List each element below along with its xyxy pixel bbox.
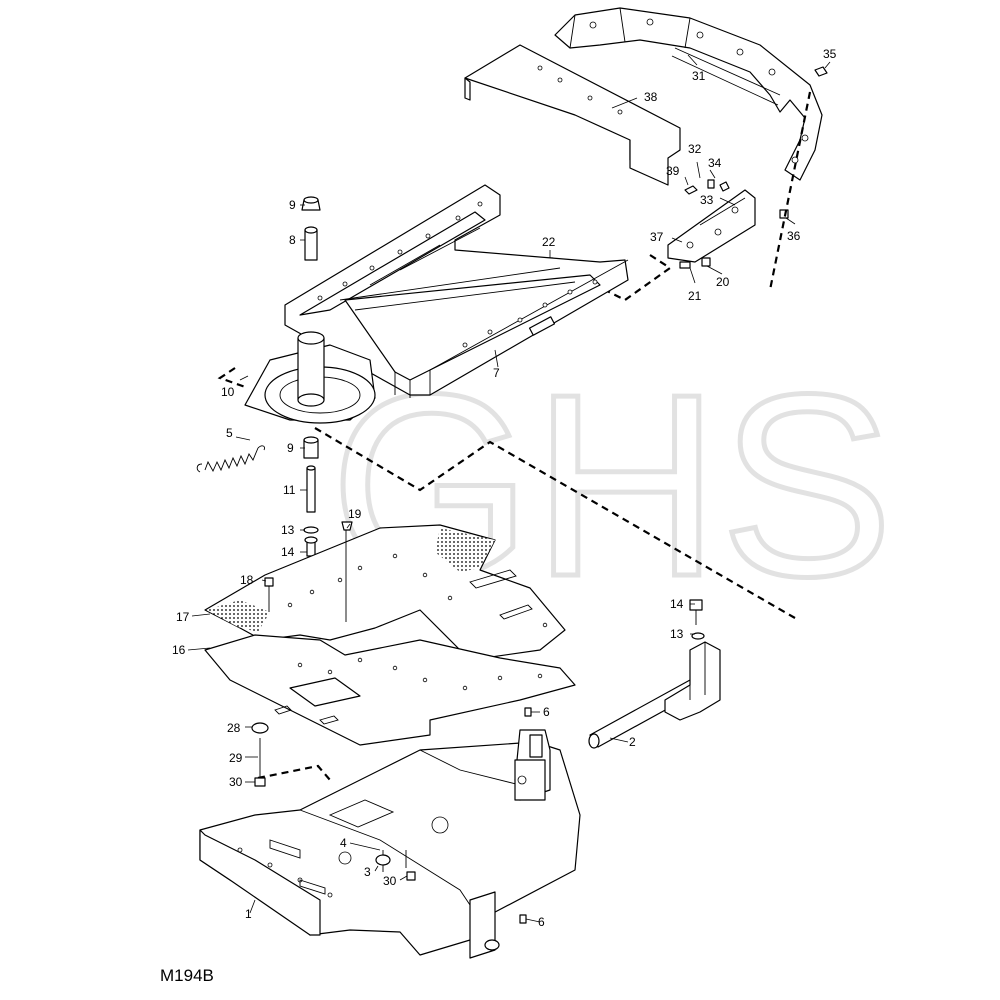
callout-16: 16 xyxy=(172,643,186,657)
pivot-plate-assembly xyxy=(244,196,376,424)
callout-17: 17 xyxy=(176,610,190,624)
callout-39: 39 xyxy=(666,164,680,178)
callout-34: 34 xyxy=(708,156,722,170)
lower-spindle-hardware xyxy=(303,436,319,557)
callout-6-upper: 6 xyxy=(543,705,550,719)
part-38-rear-plate xyxy=(464,44,681,186)
callout-30-lower: 30 xyxy=(383,874,397,888)
callout-9-upper: 9 xyxy=(289,198,296,212)
callout-28: 28 xyxy=(227,721,241,735)
part-5-spring xyxy=(196,445,265,473)
callout-22: 22 xyxy=(542,235,556,249)
part-17-upper-plate xyxy=(204,524,566,661)
callout-14-left: 14 xyxy=(281,545,295,559)
callout-37: 37 xyxy=(650,230,664,244)
callout-36: 36 xyxy=(787,229,801,243)
callout-13-right: 13 xyxy=(670,627,684,641)
floor-fasteners xyxy=(264,521,353,622)
callout-21: 21 xyxy=(688,289,702,303)
part-7-main-frame xyxy=(284,184,629,398)
callout-32: 32 xyxy=(688,142,702,156)
callout-7: 7 xyxy=(493,366,500,380)
callout-14-right: 14 xyxy=(670,597,684,611)
callout-leader-lines xyxy=(187,54,831,923)
callout-18: 18 xyxy=(240,573,254,587)
callout-30-left: 30 xyxy=(229,775,243,789)
callout-11: 11 xyxy=(283,483,296,497)
callout-labels: 1 2 3 4 5 6 6 7 8 9 9 10 11 13 13 14 14 … xyxy=(172,47,837,929)
callout-4: 4 xyxy=(340,836,347,850)
callout-9-lower: 9 xyxy=(287,441,294,455)
callout-5: 5 xyxy=(226,426,233,440)
callout-20: 20 xyxy=(716,275,730,289)
callout-19: 19 xyxy=(348,507,362,521)
part-1-lower-chassis xyxy=(199,729,581,959)
part-2-axle-assembly xyxy=(588,599,721,749)
callout-35: 35 xyxy=(823,47,837,61)
callout-33: 33 xyxy=(700,193,714,207)
figure-code: M194B xyxy=(160,966,214,985)
callout-6-lower: 6 xyxy=(538,915,545,929)
part-37-bracket xyxy=(667,189,756,263)
callout-10: 10 xyxy=(221,385,235,399)
callout-3: 3 xyxy=(364,865,371,879)
callout-2: 2 xyxy=(629,735,636,749)
callout-31: 31 xyxy=(692,69,706,83)
callout-29: 29 xyxy=(229,751,243,765)
callout-1: 1 xyxy=(245,907,252,921)
callout-38: 38 xyxy=(644,90,658,104)
callout-8: 8 xyxy=(289,233,296,247)
part-16-lower-plate xyxy=(204,634,576,746)
assembly-dashed-lines xyxy=(217,91,812,781)
callout-13-left: 13 xyxy=(281,523,295,537)
